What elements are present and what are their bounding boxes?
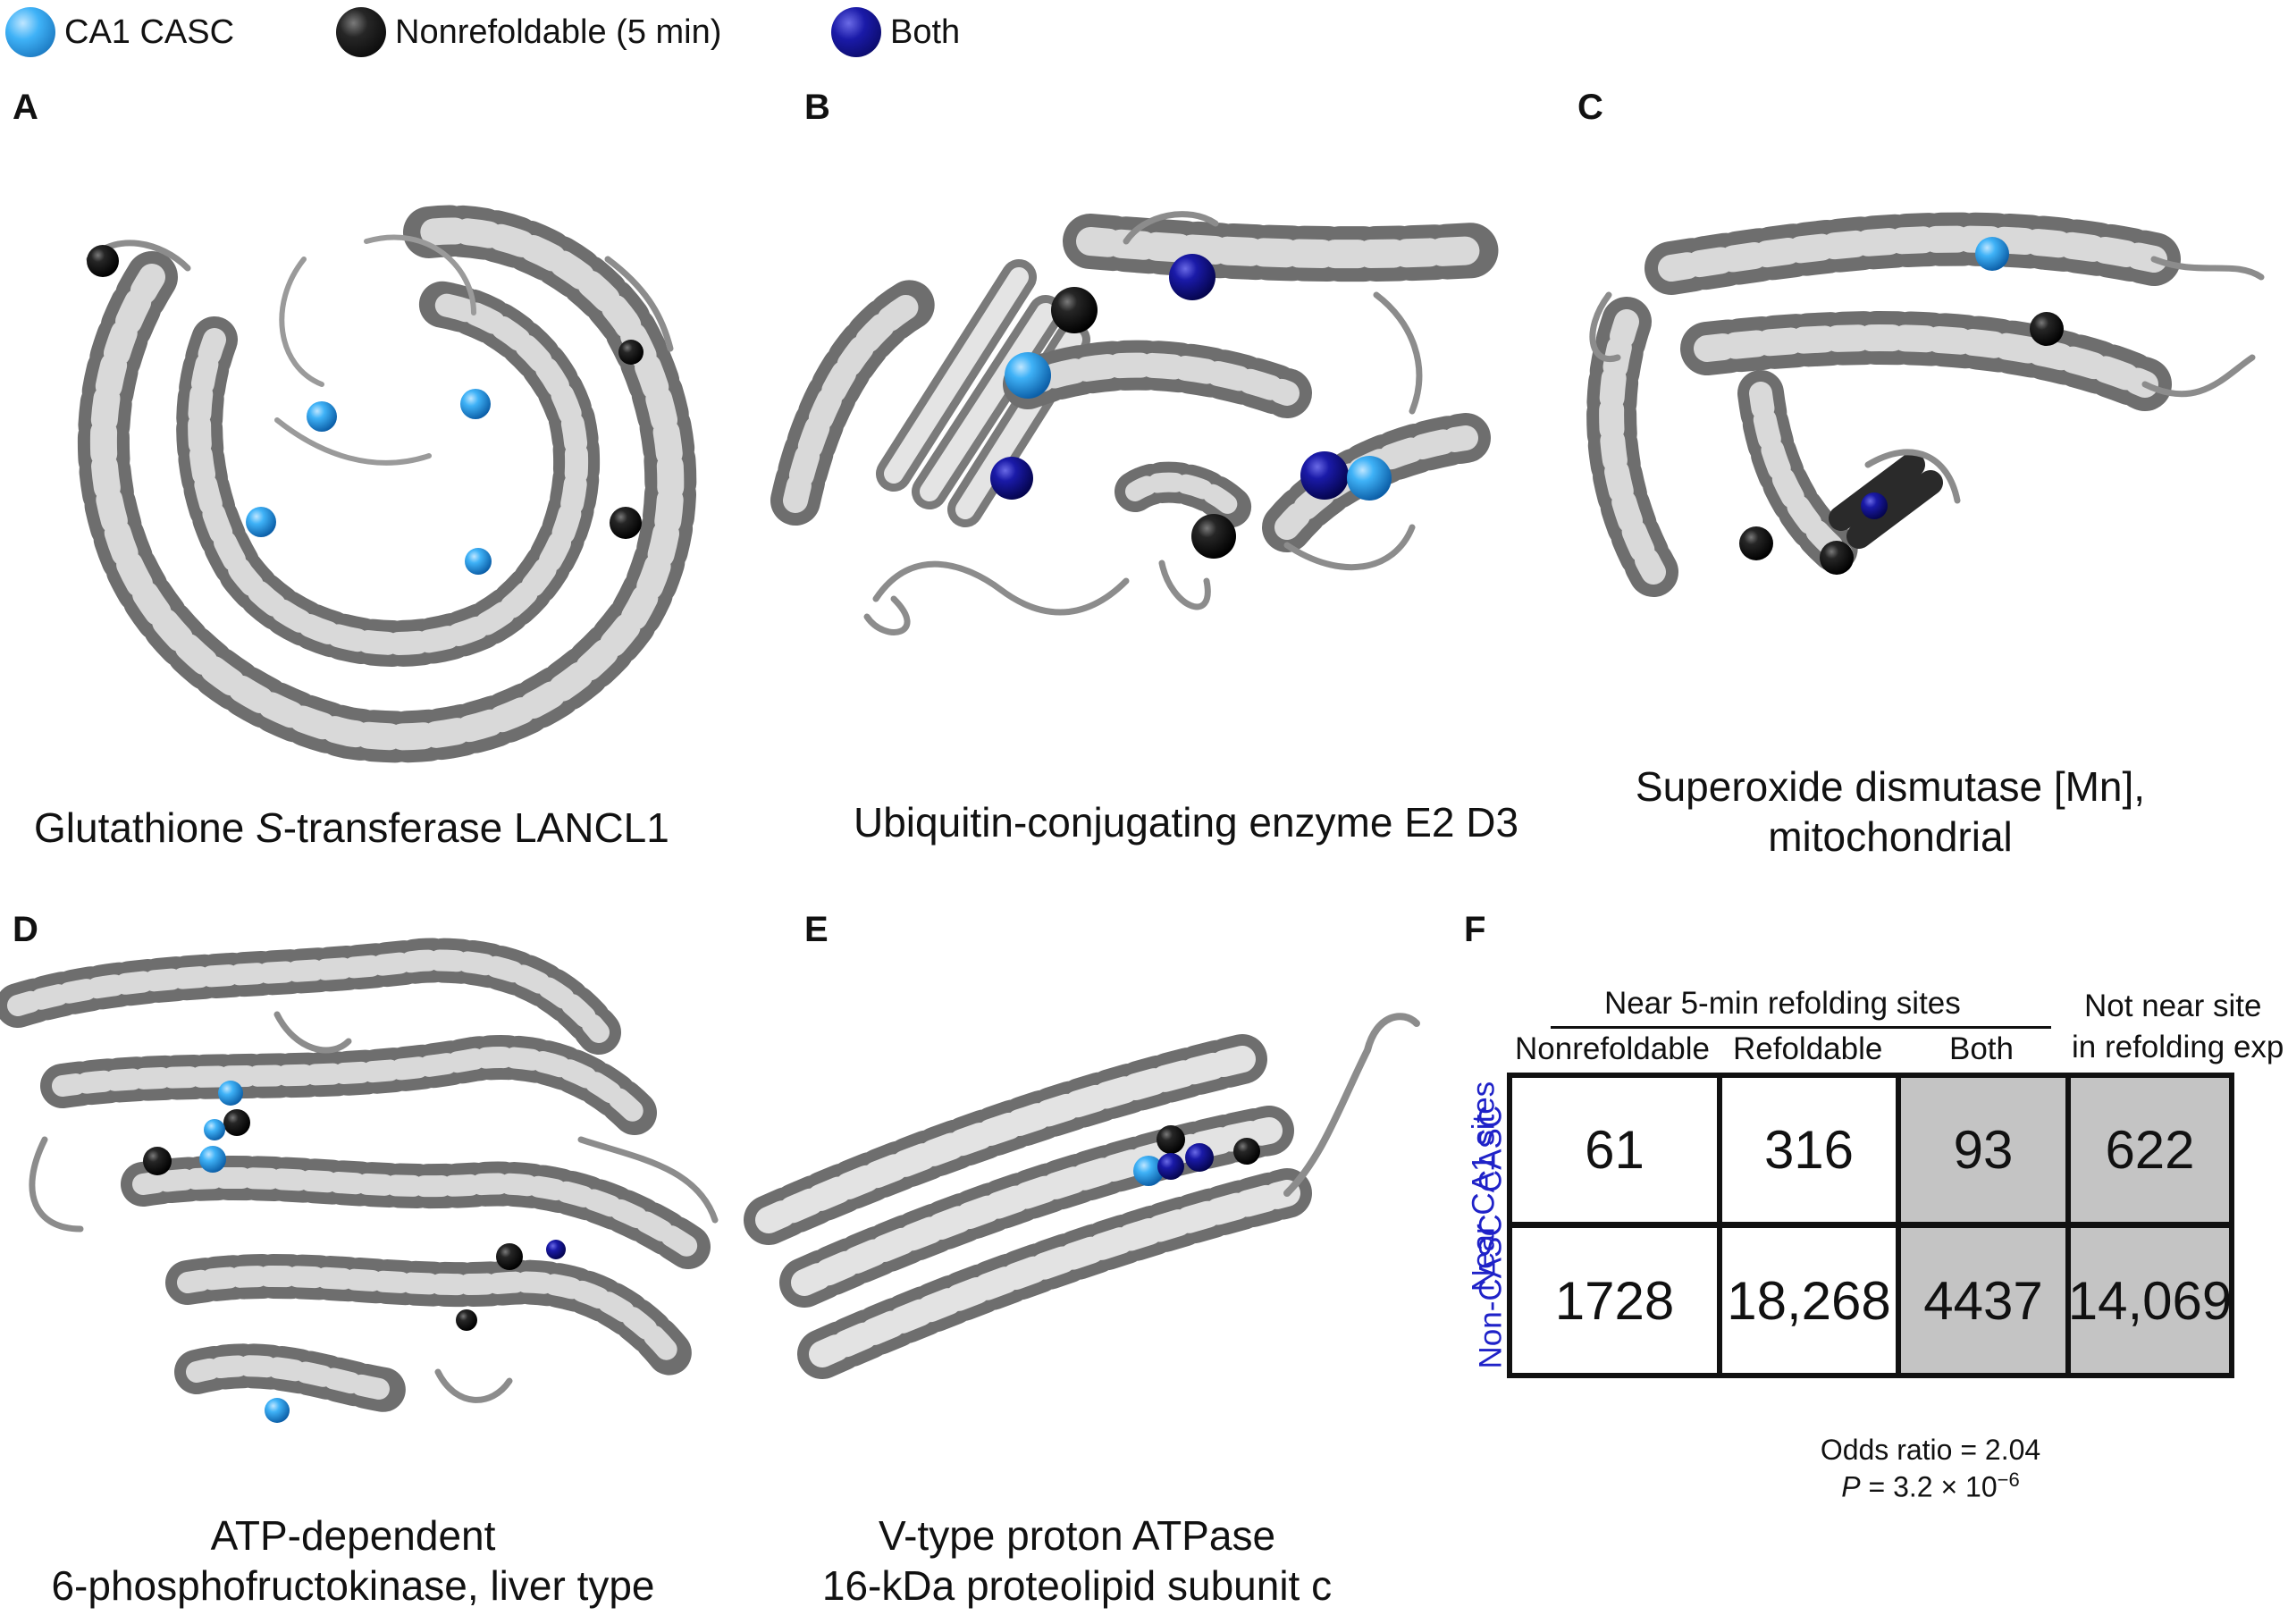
table-cell: 18,268 [1727,1270,1891,1331]
light-blue-sphere-icon [5,7,55,57]
legend-item-nonrefoldable: Nonrefoldable (5 min) [336,5,721,59]
site-spheres [990,254,1392,559]
site-spheres [1739,237,2064,575]
protein-structure-d [0,938,724,1461]
navy-sphere-icon [831,7,881,57]
black-sphere-icon [336,7,386,57]
table-cell: 14,069 [2067,1270,2233,1331]
panel-letter-b: B [804,88,830,127]
legend-label: CA1 CASC [64,13,235,51]
not-near-header-line1: Not near site [2084,989,2262,1023]
protein-structure-c [1573,197,2270,661]
p-value: P = 3.2 × 10−6 [1841,1468,2020,1503]
caption-e: V-type proton ATPase 16-kDa proteolipid … [821,1512,1333,1610]
site-spheres [143,1081,566,1423]
group-header: Near 5-min refolding sites [1604,986,1961,1021]
panel-letter-a: A [13,88,38,127]
ribbon-cartoon [744,1013,1420,1379]
not-near-header-line2: in refolding exp [2072,1030,2284,1064]
table-cell: 61 [1585,1120,1644,1180]
table-cell: 622 [2105,1120,2195,1180]
row-label-non-casc: Non-CASC [1473,1214,1509,1369]
caption-c: Superoxide dismutase [Mn], mitochondrial [1635,763,2146,861]
ribbon-cartoon [77,205,697,763]
ribbon-cartoon [1586,212,2265,597]
caption-d: ATP-dependent 6-phosphofructokinase, liv… [51,1512,655,1610]
protein-structure-b [770,206,1502,688]
protein-structure-a [54,205,733,778]
column-header-refoldable: Refoldable [1733,1031,1883,1066]
column-header-both: Both [1949,1031,2014,1066]
column-divider [1717,1073,1722,1378]
table-cell: 4437 [1923,1270,2043,1331]
column-header-nonrefoldable: Nonrefoldable [1515,1031,1710,1066]
protein-structure-e [744,997,1430,1408]
row-label-casc: CASC [1473,1105,1509,1193]
legend-label: Both [890,13,961,51]
panel-letter-d: D [13,910,38,949]
caption-b: Ubiquitin-conjugating enzyme E2 D3 [854,799,1519,846]
site-spheres [1133,1125,1260,1186]
group-header-rule [1551,1026,2051,1029]
site-spheres [87,245,644,575]
caption-a: Glutathione S-transferase LANCL1 [34,804,669,851]
ribbon-cartoon [770,211,1502,635]
table-cell: 1728 [1554,1270,1675,1331]
ribbon-cartoon [0,938,719,1412]
row-divider [1507,1222,2234,1228]
legend-item-casc: CA1 CASC [5,5,234,59]
table-cell: 93 [1953,1120,2014,1180]
panel-letter-c: C [1577,88,1603,127]
legend-item-both: Both [831,5,960,59]
panel-letter-e: E [804,910,829,949]
panel-letter-f: F [1464,910,1486,949]
column-divider [2065,1073,2071,1378]
table-cell: 316 [1763,1120,1855,1180]
legend-label: Nonrefoldable (5 min) [395,13,722,51]
column-divider [1896,1073,1901,1378]
odds-ratio: Odds ratio = 2.04 [1820,1434,2041,1466]
